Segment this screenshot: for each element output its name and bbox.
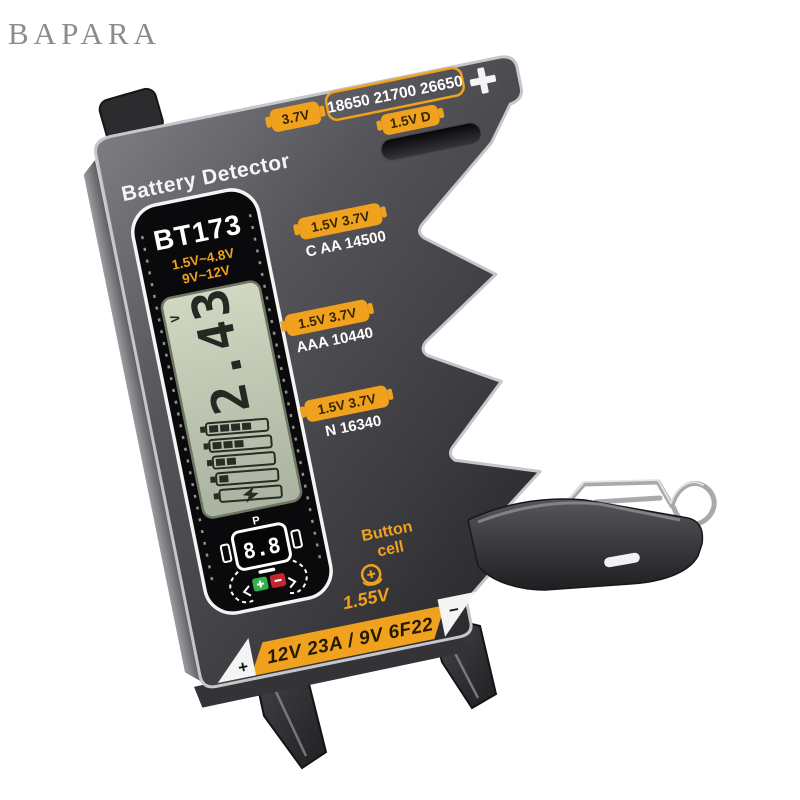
panel-ridge-left xyxy=(140,235,216,590)
plus-flag xyxy=(217,638,256,684)
sub-display-ear-right xyxy=(290,529,303,549)
button-cell-label-2: cell xyxy=(376,538,406,560)
plus-terminal-icon xyxy=(469,67,497,94)
brand-watermark: BAPARA xyxy=(8,16,161,51)
sub-display: P 8.8 xyxy=(219,514,308,604)
sub-display-ear-left xyxy=(219,543,233,564)
device-left-side-face xyxy=(83,159,202,682)
dashed-arm-right xyxy=(289,559,308,595)
coin-cell-icon xyxy=(360,564,383,586)
panel-ridge-right xyxy=(248,213,323,568)
bottom-minus-icon: − xyxy=(447,600,461,621)
p-marker: P xyxy=(251,514,261,527)
d-slot-opening xyxy=(380,121,483,162)
lcd-screen xyxy=(160,280,303,519)
top-slot-chem-badge: 3.7V xyxy=(265,101,326,132)
arm-minus-icon xyxy=(604,552,640,568)
chevron-left-icon xyxy=(242,585,252,597)
lcd-unit: V xyxy=(168,314,183,324)
bottom-plus-icon: + xyxy=(236,657,250,678)
battery-level-icons xyxy=(199,417,283,504)
low-battery-lightning-icon xyxy=(213,484,283,504)
top-slot-size-badge: 1.5V D xyxy=(376,104,445,135)
minus-flag xyxy=(437,591,476,637)
minus-terminal-arm xyxy=(467,498,704,591)
positive-pad-icon xyxy=(252,576,269,592)
chevron-right-icon xyxy=(287,576,297,589)
svg-text:3.7V: 3.7V xyxy=(280,107,310,127)
dashed-arm-left xyxy=(229,571,255,604)
negative-pad-icon xyxy=(269,573,287,588)
